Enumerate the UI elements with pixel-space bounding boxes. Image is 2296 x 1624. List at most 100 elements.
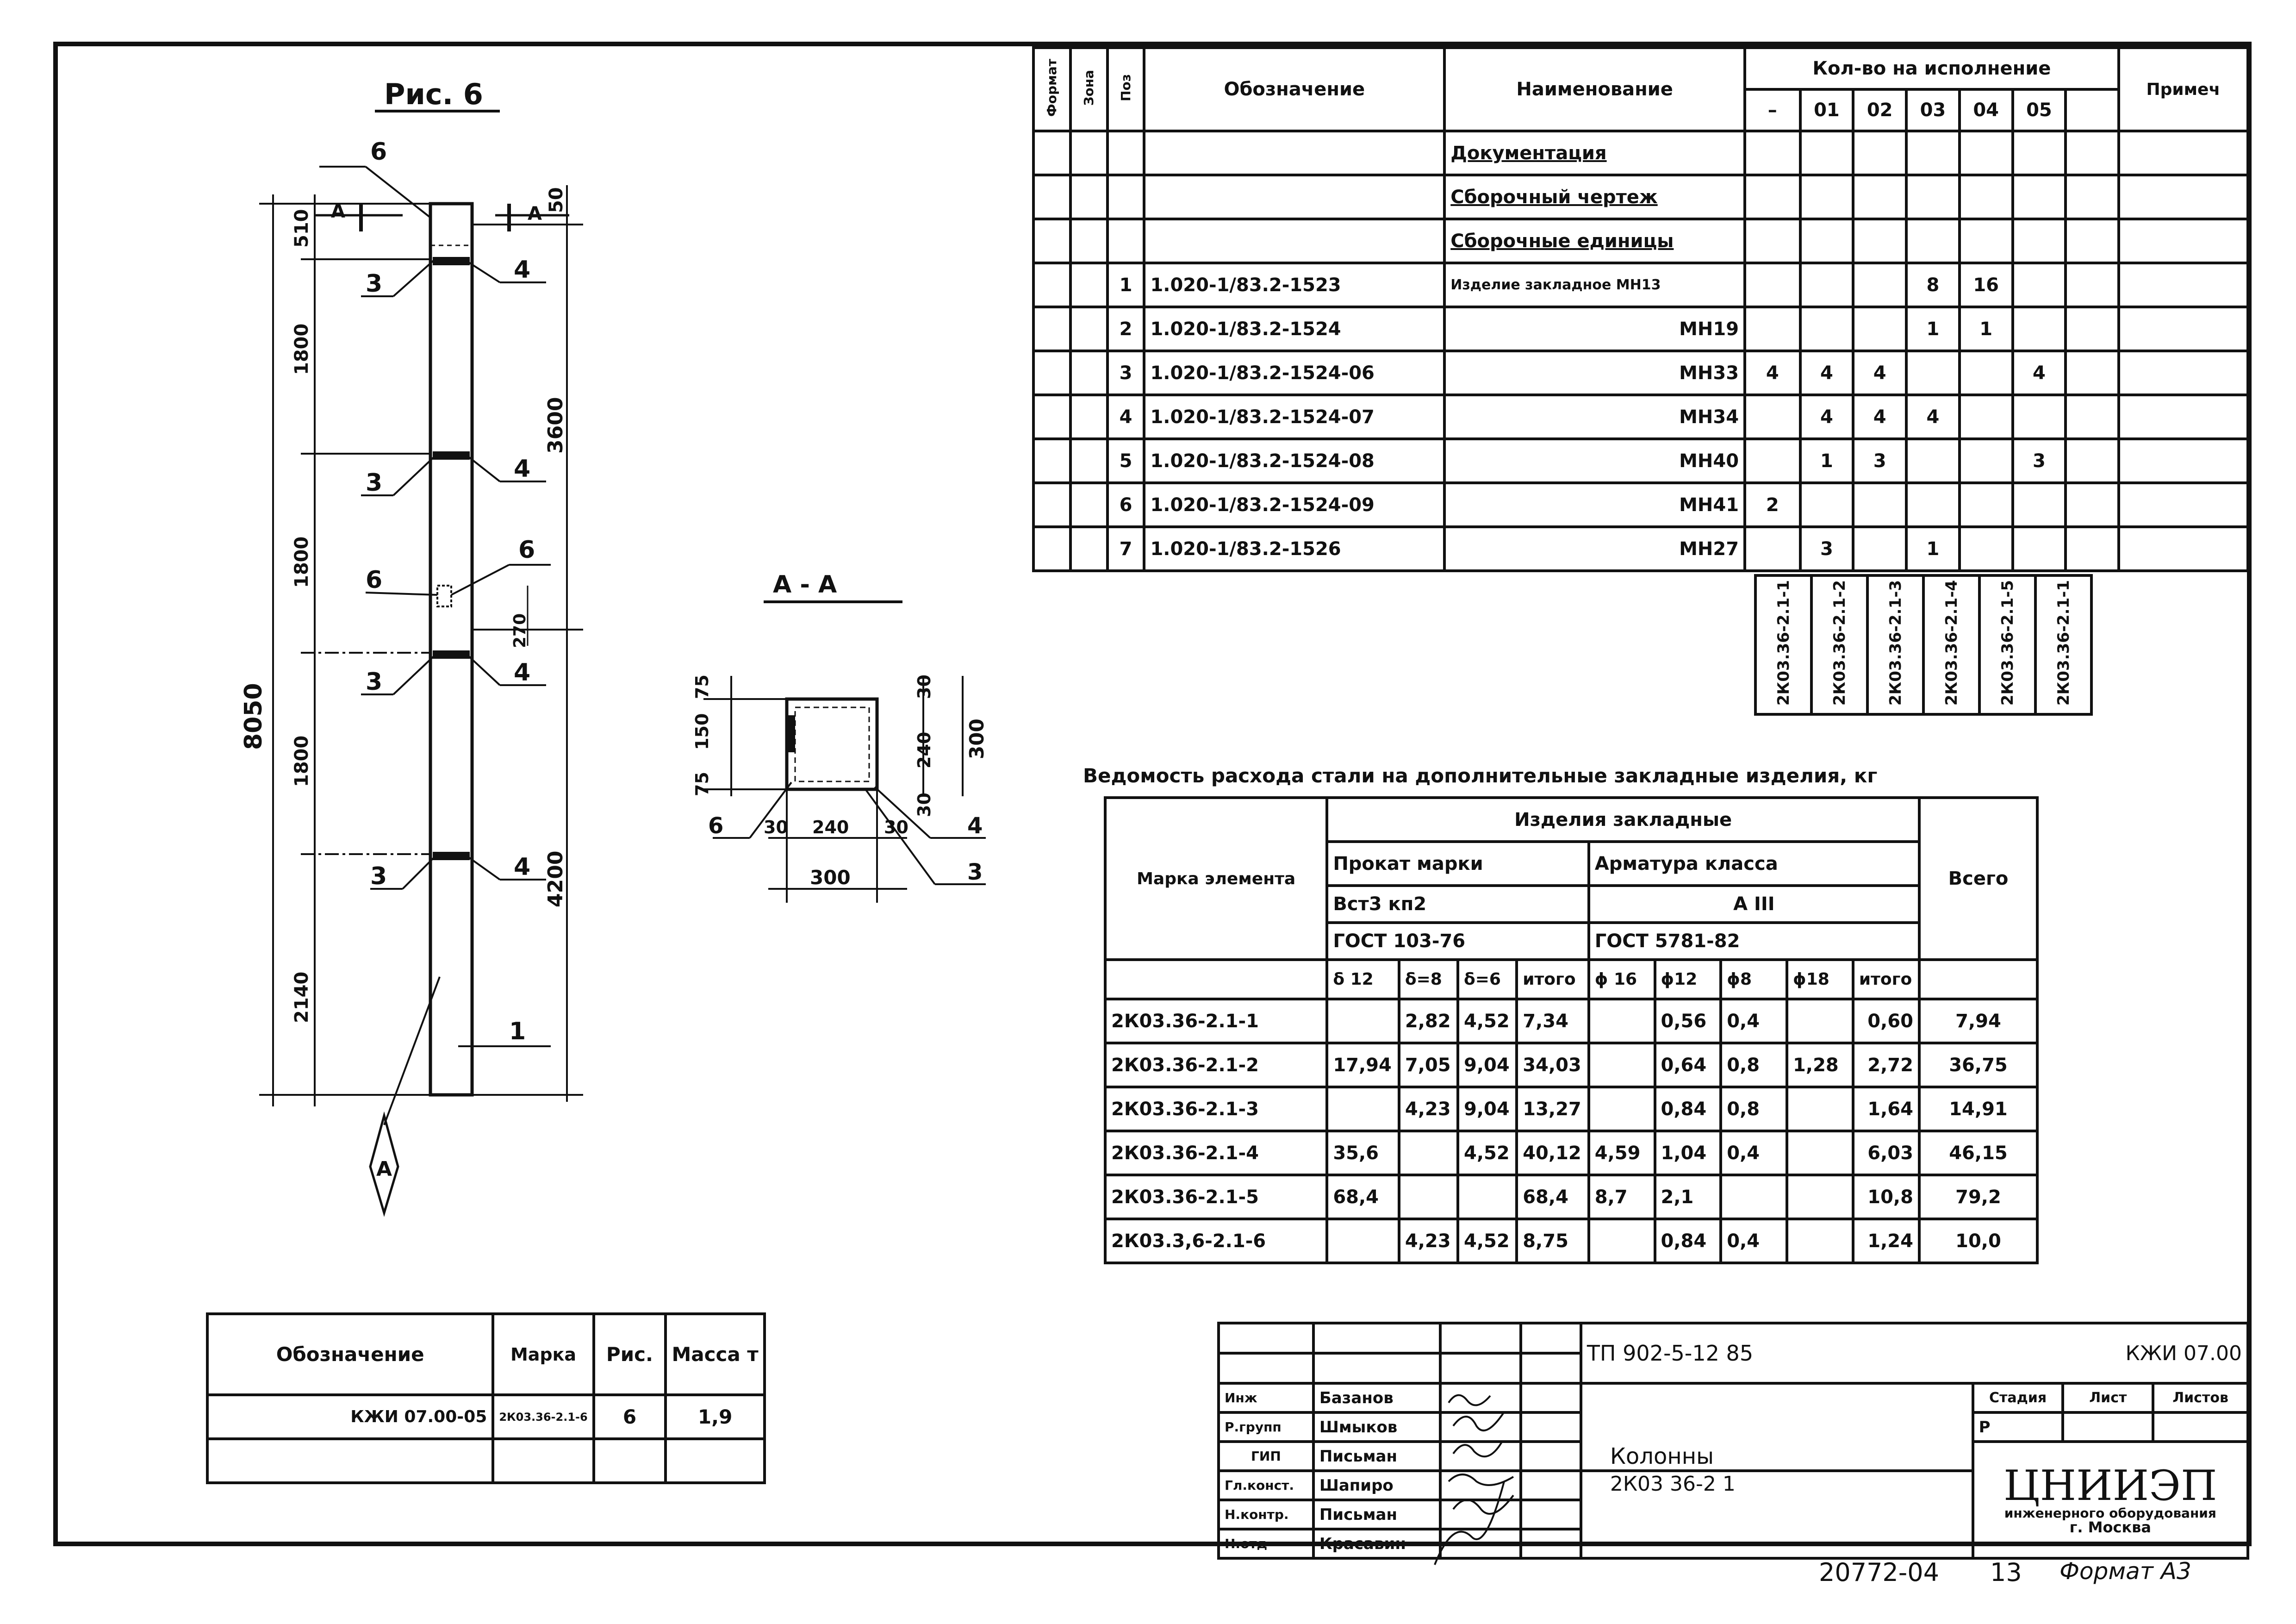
dim-510: 510 <box>291 209 312 248</box>
steel-rebar-gost: ГОСТ 5781-82 <box>1587 921 1921 961</box>
object-name: Колонны <box>1579 1382 1974 1472</box>
dim-8050: 8050 <box>240 683 268 750</box>
figure-title: Рис. 6 <box>384 77 483 111</box>
variant-h-5: 05 <box>2011 88 2067 132</box>
column-outline <box>429 202 474 1097</box>
role: ГИП <box>1217 1440 1315 1472</box>
person: Письман <box>1312 1440 1442 1472</box>
embedded-plate-2 <box>433 451 470 460</box>
sec-pos-4: 4 <box>967 813 983 839</box>
dim-1800-a: 1800 <box>291 324 312 375</box>
sec-dim-75-bottom: 75 <box>692 772 712 796</box>
person: Шапиро <box>1312 1469 1442 1501</box>
sec-pos-3: 3 <box>967 859 983 885</box>
callout-label: А <box>376 1157 392 1181</box>
variant-code: 2К03.36-2.1-3 <box>1886 580 1905 706</box>
variant-h-2: 02 <box>1852 88 1908 132</box>
mass-h-mark: Марка <box>492 1312 595 1396</box>
specification-table: Формат Зона Поз Обозначение Наименование… <box>1032 46 2250 572</box>
pos-label-3-d: 3 <box>370 862 387 890</box>
col-note: Примеч <box>2117 46 2250 132</box>
col-format: Формат <box>1044 58 1060 117</box>
project-code: ТП 902-5-12 85 <box>1579 1322 2063 1385</box>
embedded-plate-3 <box>433 650 470 659</box>
footer-format: Формат А3 <box>2060 1558 2191 1585</box>
person: Шмыков <box>1312 1411 1442 1443</box>
variant-h-0: – <box>1743 88 1802 132</box>
dim-extension-lines <box>259 203 430 1096</box>
section-documentation: Документация <box>1443 130 1747 176</box>
dim-50: 50 <box>546 187 567 213</box>
steel-table: Марка элемента Изделия закладные Всего П… <box>1103 796 2039 1264</box>
person: Письман <box>1312 1499 1442 1530</box>
role: Гл.конст. <box>1217 1469 1315 1501</box>
section-dim-lines <box>703 676 986 903</box>
variant-code: 2К03.36-2.1-1 <box>1774 580 1793 706</box>
pos-label-3-a: 3 <box>366 270 382 298</box>
section-assembly-drawing: Сборочный чертеж <box>1443 174 1747 220</box>
mass-mark: 2К03.36-2.1-6 <box>492 1393 595 1440</box>
section-assembly-units: Сборочные единицы <box>1443 218 1747 264</box>
variant-h-4: 04 <box>1958 88 2014 132</box>
pos-label-3-c: 3 <box>366 668 382 696</box>
mass-table: Обозначение Марка Рис. Масса т КЖИ 07.00… <box>205 1312 766 1484</box>
sec-dim-30-right: 30 <box>884 817 908 837</box>
steel-table-title: Ведомость расхода стали на дополнительны… <box>1083 764 1877 787</box>
steel-h-total: Всего <box>1917 796 2039 961</box>
variant-code: 2К03.36-2.1-2 <box>1830 580 1849 706</box>
steel-h-rolled: Прокат марки <box>1325 840 1590 887</box>
mass-h-mass: Масса т <box>664 1312 766 1396</box>
sec-dim-240-v: 240 <box>914 732 934 768</box>
role: Н.отд <box>1217 1528 1315 1560</box>
sheet-header: Лист <box>2061 1382 2155 1414</box>
variant-h-6 <box>2064 88 2120 132</box>
org-subtitle: инженерного оборудования <box>2004 1505 2216 1521</box>
section-title: А - А <box>773 571 837 599</box>
dim-3600: 3600 <box>544 397 567 454</box>
dim-1800-c: 1800 <box>291 736 312 787</box>
col-designation: Обозначение <box>1143 46 1446 132</box>
dim-2140: 2140 <box>291 972 312 1023</box>
section-outline <box>785 697 879 791</box>
sec-dim-30-left: 30 <box>764 817 788 837</box>
pos-label-6-right: 6 <box>518 536 535 564</box>
variant-h-1: 01 <box>1798 88 1855 132</box>
steel-rolled-gost: ГОСТ 103-76 <box>1325 921 1590 961</box>
stage-value: Р <box>1971 1411 2065 1443</box>
variant-code: 2К03.36-2.1-5 <box>1998 580 2017 706</box>
stage-header: Стадия <box>1971 1382 2065 1414</box>
section-core <box>794 706 870 782</box>
pos-label-4-c: 4 <box>514 659 530 687</box>
footer-number: 20772-04 <box>1819 1558 1939 1587</box>
sheets-header: Листов <box>2152 1382 2249 1414</box>
role: Н.контр. <box>1217 1499 1315 1530</box>
leader-lines <box>319 166 551 1125</box>
sec-pos-6: 6 <box>708 813 723 839</box>
dim-270: 270 <box>510 613 529 648</box>
embedded-plate-6 <box>436 585 452 607</box>
section-plate <box>788 715 795 752</box>
col-qty: Кол-во на исполнение <box>1743 46 2120 91</box>
dim-4200: 4200 <box>544 851 567 907</box>
variant-code-strip: 2К03.36-2.1-1 2К03.36-2.1-2 2К03.36-2.1-… <box>1754 574 2093 716</box>
variant-code: 2К03.36-2.1-4 <box>1942 580 1961 706</box>
steel-h-mark: Марка элемента <box>1103 796 1329 961</box>
cut-label-right: А <box>528 203 542 225</box>
sheet-frame <box>53 42 2252 1546</box>
pos-label-6-top: 6 <box>370 138 387 166</box>
org-city: г. Москва <box>2069 1518 2152 1536</box>
role: Р.групп <box>1217 1411 1315 1443</box>
pos-label-4-b: 4 <box>514 455 530 483</box>
